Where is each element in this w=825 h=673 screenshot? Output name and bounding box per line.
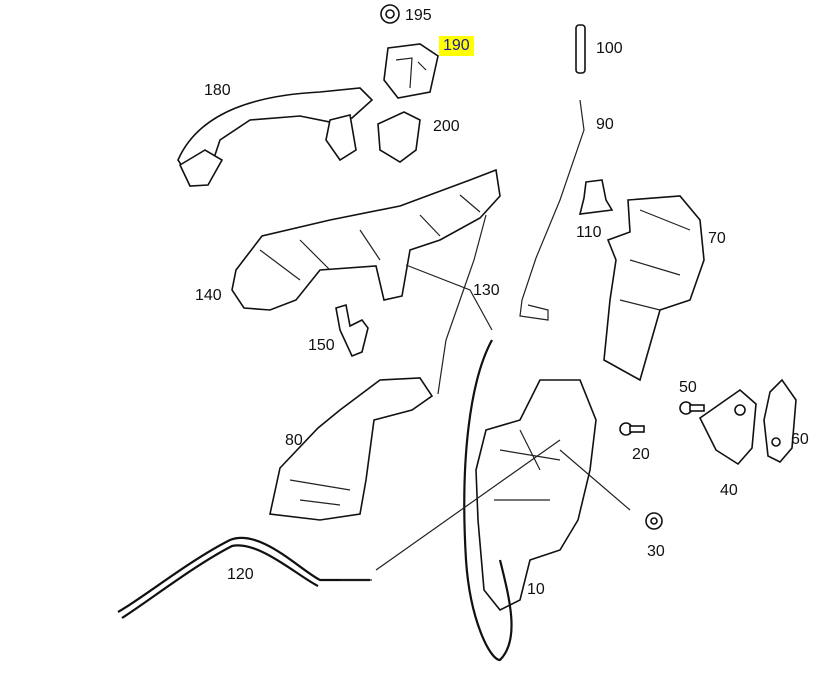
part-150-sensor[interactable] [335, 303, 369, 358]
leader-lines [340, 264, 631, 581]
bowden-cable [463, 339, 513, 662]
part-70-cover[interactable] [603, 195, 705, 382]
label-20[interactable]: 20 [632, 446, 650, 463]
part-60-plate[interactable] [763, 378, 797, 463]
part-180-handle[interactable] [177, 87, 374, 187]
label-10[interactable]: 10 [527, 581, 545, 598]
label-180[interactable]: 180 [204, 82, 231, 99]
part-30-screw[interactable] [645, 512, 663, 530]
label-200[interactable]: 200 [433, 118, 460, 135]
label-150[interactable]: 150 [308, 337, 335, 354]
part-110-grommet[interactable] [578, 179, 614, 215]
label-140[interactable]: 140 [195, 287, 222, 304]
label-120[interactable]: 120 [227, 566, 254, 583]
part-200-bracket[interactable] [377, 111, 421, 163]
label-40[interactable]: 40 [720, 482, 738, 499]
part-20-screw[interactable] [619, 422, 645, 436]
part-190-cap[interactable] [383, 43, 439, 99]
part-80-bracket[interactable] [269, 377, 434, 521]
part-90-rod[interactable] [519, 99, 585, 321]
part-50-screw[interactable] [679, 401, 705, 415]
part-140-carrier[interactable] [231, 168, 501, 311]
part-10-lock[interactable] [475, 379, 597, 612]
label-30[interactable]: 30 [647, 543, 665, 560]
label-190-highlighted[interactable]: 190 [439, 36, 474, 56]
label-80[interactable]: 80 [285, 432, 303, 449]
label-70[interactable]: 70 [708, 230, 726, 247]
part-195-clip[interactable] [380, 4, 400, 24]
label-100[interactable]: 100 [596, 40, 623, 57]
label-110[interactable]: 110 [576, 224, 602, 241]
part-40-striker[interactable] [698, 388, 757, 466]
label-50[interactable]: 50 [679, 379, 697, 396]
part-100-pin[interactable] [575, 24, 586, 74]
part-120-cable[interactable] [117, 536, 370, 613]
part-130-rod[interactable] [437, 214, 487, 395]
label-60[interactable]: 60 [791, 431, 809, 448]
label-90[interactable]: 90 [596, 116, 614, 133]
label-195[interactable]: 195 [405, 7, 432, 24]
label-130[interactable]: 130 [473, 282, 500, 299]
